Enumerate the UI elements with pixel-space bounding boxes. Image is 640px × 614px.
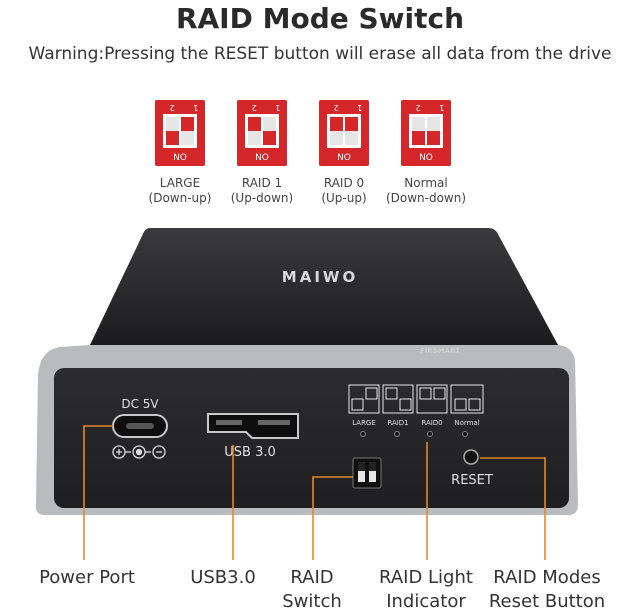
dip-no-label: NO bbox=[337, 153, 351, 163]
front-panel bbox=[54, 368, 569, 508]
raid-indicator-leds bbox=[360, 431, 468, 437]
dip-caption-raid1: RAID 1 (Up-down) bbox=[230, 176, 294, 205]
callout-power-port: Power Port bbox=[39, 567, 135, 588]
dip-no-label: NO bbox=[173, 153, 187, 163]
dip-switch-legend: 1 2 NO LARGE (Down-up) 1 2 NO RAID 1 (Up… bbox=[0, 100, 640, 210]
callout-raid-switch: RAID Switch bbox=[282, 567, 342, 612]
raid-switch bbox=[352, 457, 382, 489]
callout-reset: RAID Modes Reset Button bbox=[488, 567, 606, 612]
brand-logo: MAIWO bbox=[282, 268, 358, 286]
dip-caption-large: LARGE (Down-up) bbox=[148, 176, 212, 205]
panel-mode-large: LARGE bbox=[352, 419, 376, 427]
dip-switch-normal: 1 2 NO bbox=[401, 100, 451, 166]
dip-switch-large: 1 2 NO bbox=[155, 100, 205, 166]
model-label: FIRSMART bbox=[420, 347, 460, 355]
panel-mode-raid0: RAID0 bbox=[421, 419, 442, 427]
dip-toggle-2 bbox=[181, 117, 194, 145]
dip-toggle-2 bbox=[345, 117, 358, 145]
panel-mode-diagrams bbox=[348, 384, 484, 414]
panel-mode-normal: Normal bbox=[454, 419, 479, 427]
enclosure-top bbox=[90, 228, 558, 345]
dip-caption-normal: Normal (Down-down) bbox=[385, 176, 467, 205]
callout-lines bbox=[83, 425, 546, 560]
dip-caption-raid0: RAID 0 (Up-up) bbox=[321, 176, 367, 205]
page-title: RAID Mode Switch bbox=[175, 2, 465, 35]
dip-toggle-1 bbox=[166, 117, 179, 145]
dip-toggle-2 bbox=[427, 117, 440, 145]
dip-toggle-1 bbox=[330, 117, 343, 145]
panel-mode-raid1: RAID1 bbox=[387, 419, 408, 427]
dip-no-label: NO bbox=[419, 153, 433, 163]
usb-label: USB 3.0 bbox=[224, 445, 276, 460]
callout-raid-light: RAID Light Indicator bbox=[379, 567, 473, 612]
dc-label: DC 5V bbox=[121, 397, 159, 411]
callout-usb: USB3.0 bbox=[190, 567, 256, 588]
dip-no-label: NO bbox=[255, 153, 269, 163]
dip-toggle-1 bbox=[248, 117, 261, 145]
reset-button bbox=[463, 449, 479, 465]
polarity-icon bbox=[112, 445, 166, 459]
dip-switch-raid1: 1 2 NO bbox=[237, 100, 287, 166]
dip-switch-raid0: 1 2 NO bbox=[319, 100, 369, 166]
dip-toggle-1 bbox=[412, 117, 425, 145]
reset-label: RESET bbox=[451, 473, 493, 488]
warning-text: Warning:Pressing the RESET button will e… bbox=[28, 44, 612, 64]
dip-toggle-2 bbox=[263, 117, 276, 145]
